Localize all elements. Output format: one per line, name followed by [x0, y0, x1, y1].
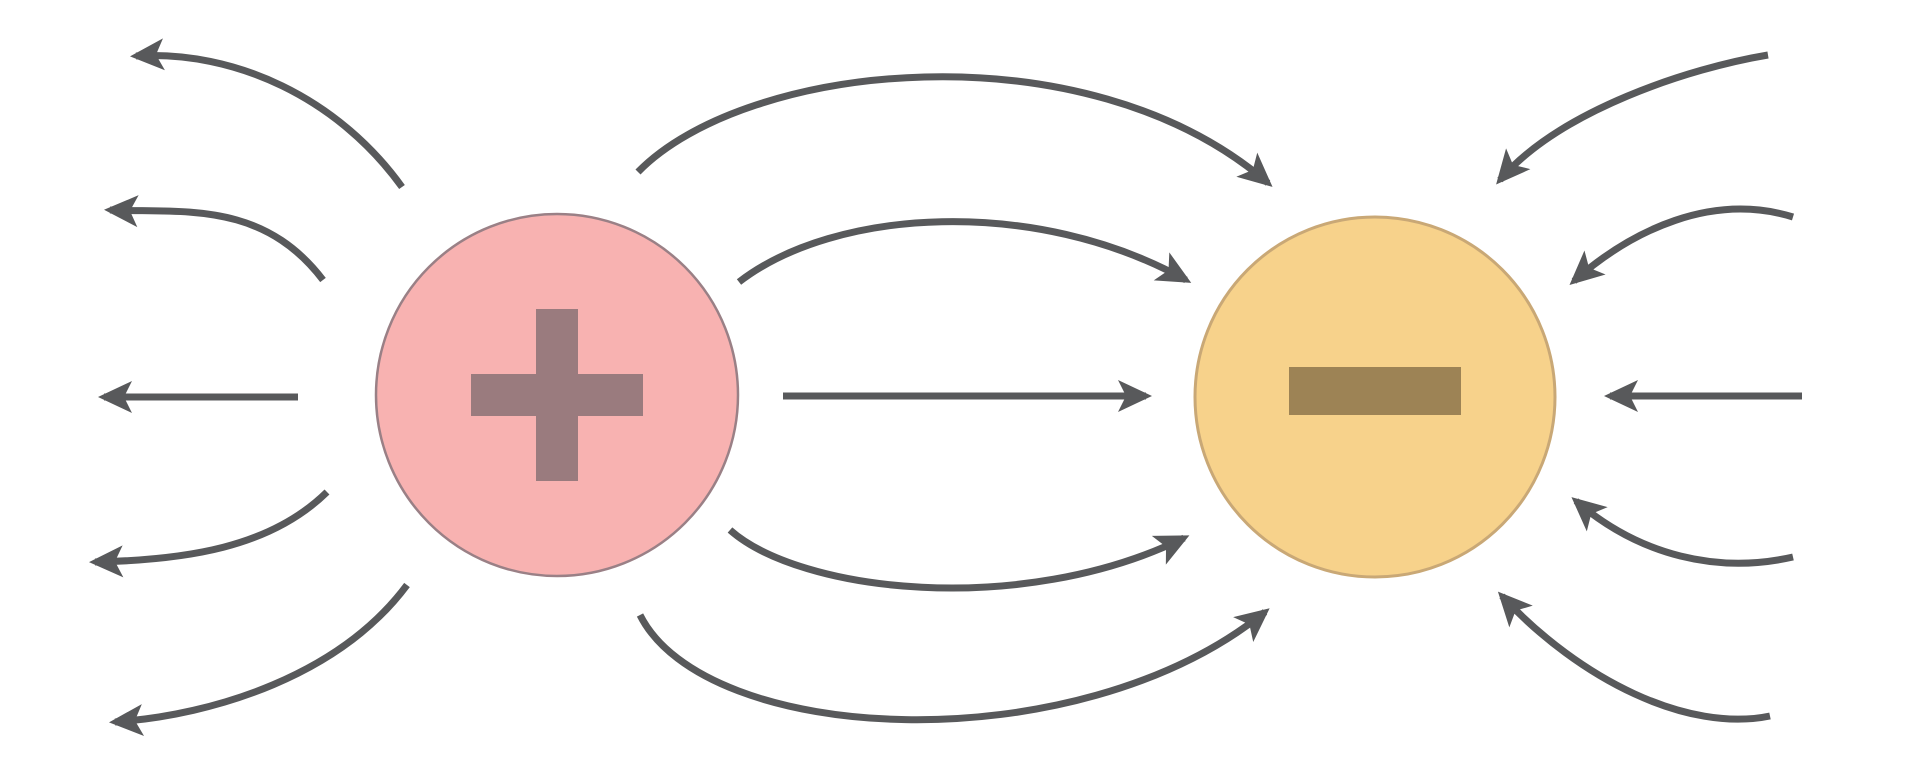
field-line-mid-bottom-outer [636, 608, 1270, 724]
field-line-left-bottom-outer [109, 582, 410, 736]
plus-symbol-icon [471, 309, 643, 481]
field-line-right-bottom-inner [1571, 497, 1794, 567]
minus-symbol-icon [1289, 367, 1461, 415]
field-line-right-bottom-outer [1497, 591, 1771, 723]
charge-symbol-bar [1289, 367, 1461, 415]
positive-charge [374, 212, 740, 578]
field-line-right-top-inner [1569, 205, 1795, 285]
negative-charge [1193, 215, 1557, 579]
field-line-right-top-outer [1496, 51, 1769, 185]
charge-symbol-bar [536, 309, 578, 481]
field-line-mid-bottom-inner [727, 527, 1190, 592]
field-line-mid-top-outer [635, 73, 1273, 187]
field-line-left-top-inner [104, 195, 326, 283]
field-line-mid-top-inner [736, 218, 1192, 285]
field-lines-layer [89, 38, 1802, 736]
field-line-left-top-outer [130, 38, 405, 190]
field-line-left-bottom-inner [89, 489, 330, 578]
